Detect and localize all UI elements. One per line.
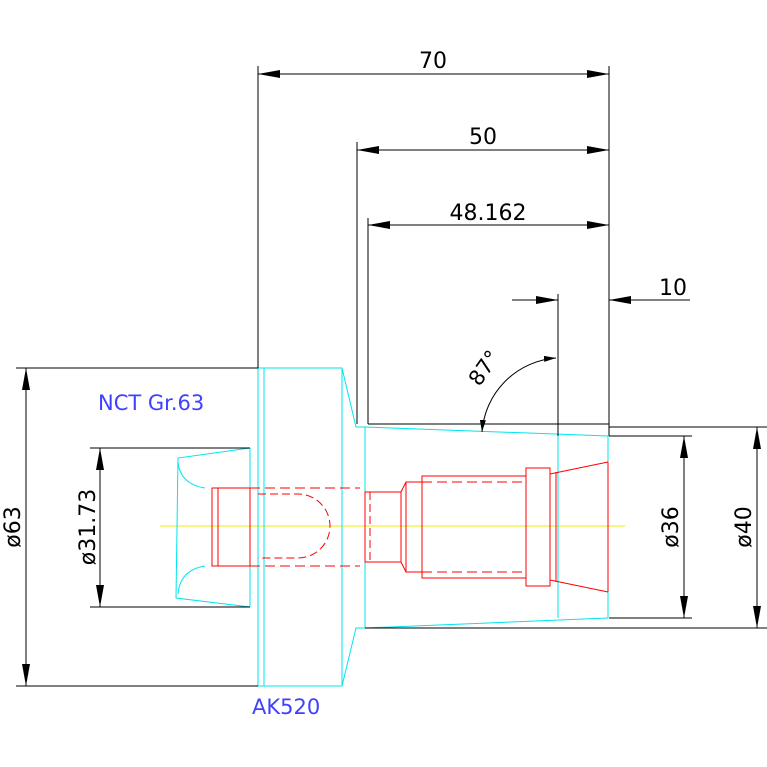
- flange-taper-top: [341, 367, 365, 428]
- flange-taper-bottom: [341, 627, 365, 687]
- step-bottom: [400, 561, 422, 573]
- angle-arc: [479, 355, 557, 433]
- front-taper-bottom: [549, 579, 609, 593]
- dim-63-text: ø63: [1, 506, 26, 547]
- middle-bore: [364, 491, 402, 563]
- collet-label: AK520: [252, 695, 320, 719]
- front-taper-top: [549, 461, 609, 475]
- collet-chamber: [421, 475, 527, 579]
- dim-70-text: 70: [419, 49, 447, 74]
- holder-label: NCT Gr.63: [98, 391, 204, 415]
- shank-outline: [175, 447, 251, 608]
- dim-36-text: ø36: [659, 506, 684, 547]
- dim-angle-text: 87°: [464, 346, 505, 390]
- shank-corner-top: [177, 461, 206, 489]
- part-outline: [175, 367, 609, 687]
- shank-corner-bottom: [177, 565, 206, 595]
- dim-48-text: 48.162: [450, 201, 527, 226]
- key-slot: [258, 493, 331, 559]
- dim-50-text: 50: [469, 125, 497, 150]
- step-top: [400, 481, 422, 493]
- nose-bottom-edge: [364, 617, 609, 629]
- dim-31-text: ø31.73: [76, 489, 101, 565]
- dimension-lines: [16, 66, 767, 687]
- dim-10-text: 10: [659, 276, 687, 301]
- nose-top-edge: [364, 426, 609, 437]
- left-bore: [211, 487, 251, 567]
- dim-40-text: ø40: [732, 506, 757, 547]
- internal-bore: [211, 461, 609, 593]
- flange-outline: [257, 367, 343, 687]
- collet-ring: [525, 467, 551, 587]
